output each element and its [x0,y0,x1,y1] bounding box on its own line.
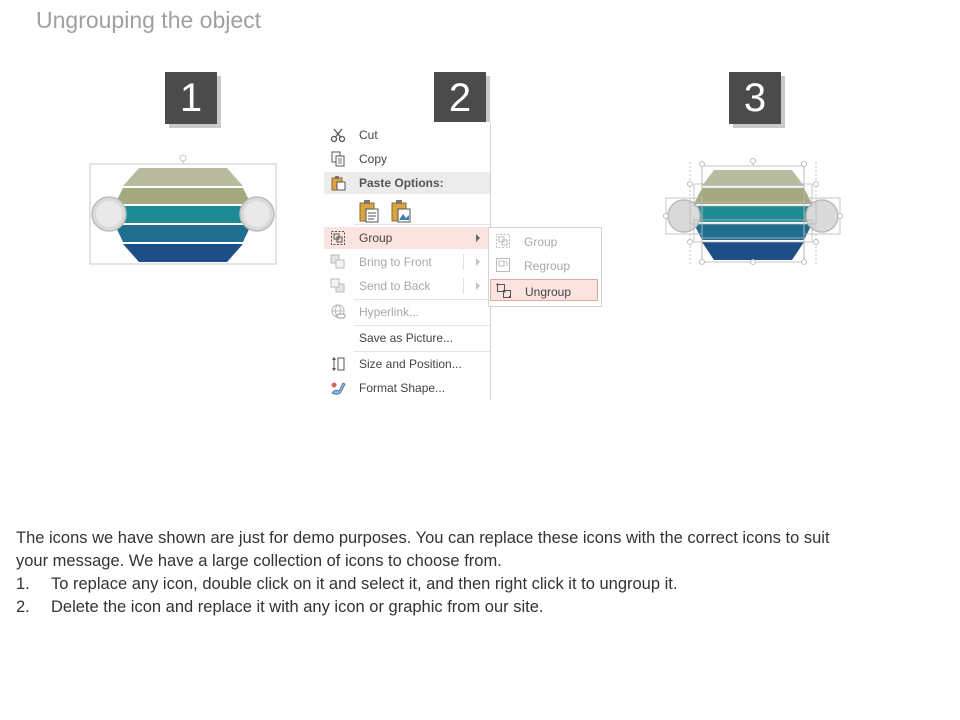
menu-item-send-to-back[interactable]: Send to Back [324,275,490,297]
submenu-arrow-icon [476,282,480,290]
shape-band-2 [115,188,251,204]
menu-item-bring-to-front[interactable]: Bring to Front [324,251,490,273]
menu-item-cut[interactable]: Cut [324,124,490,146]
submenu-item-ungroup[interactable]: Ungroup [490,279,598,301]
clipboard-icon [331,176,346,191]
submenu-item-regroup[interactable]: Regroup [490,254,598,276]
instruction-step-2: 2.Delete the icon and replace it with an… [16,598,544,616]
scissors-icon [330,128,346,143]
paste-keep-formatting-icon[interactable] [358,199,380,223]
menu-item-hyperlink[interactable]: Hyperlink... [324,301,490,323]
format-shape-icon [331,382,346,395]
menu-item-copy[interactable]: Copy [324,148,490,170]
right-circle [805,199,839,233]
menu-item-save-as-picture[interactable]: Save as Picture... [359,331,454,345]
group-submenu: Group Regroup Ungroup [488,227,602,307]
shape-band-2 [694,188,812,204]
ungroup-icon [496,283,511,298]
menu-item-size-and-position[interactable]: Size and Position... [324,353,490,375]
submenu-item-group[interactable]: Group [490,230,598,252]
resize-handles[interactable] [663,158,843,265]
copy-icon [331,151,345,167]
shape-band-1 [702,170,804,186]
shape-band-1 [123,168,243,186]
hyperlink-icon [331,304,346,319]
ungrouped-shape[interactable] [662,158,848,268]
submenu-arrow-icon [476,258,480,266]
group-icon [496,234,510,248]
menu-item-format-shape[interactable]: Format Shape... [324,377,490,399]
shape-band-3 [694,206,812,222]
rotation-handle[interactable] [179,154,187,162]
regroup-icon [496,258,510,272]
context-menu: Cut Copy Paste Options: Group [324,122,491,400]
shape-band-5 [123,244,243,262]
menu-item-group-highlight[interactable]: Group [324,227,490,249]
description-text: The icons we have shown are just for dem… [16,527,946,619]
submenu-arrow-icon [476,234,480,242]
size-position-icon [332,357,345,371]
send-to-back-icon [330,278,345,293]
left-circle [667,199,701,233]
shape-band-3 [115,206,251,223]
step-badge-1: 1 [165,72,217,124]
step-badge-2: 2 [434,72,486,124]
step-badge-3: 3 [729,72,781,124]
bring-to-front-icon [330,254,345,269]
menu-section-paste-options: Paste Options: [324,172,490,194]
shape-band-5 [702,242,804,260]
grouped-shape[interactable] [85,152,281,270]
group-icon [331,231,345,245]
description-intro-line-2: your message. We have a large collection… [16,552,502,570]
paste-picture-icon[interactable] [390,199,412,223]
description-intro-line-1: The icons we have shown are just for dem… [16,529,830,547]
slide-title: Ungrouping the object [36,7,262,33]
instruction-step-1: 1.To replace any icon, double click on i… [16,575,678,593]
shape-band-4 [115,225,251,242]
shape-band-4 [694,224,812,240]
